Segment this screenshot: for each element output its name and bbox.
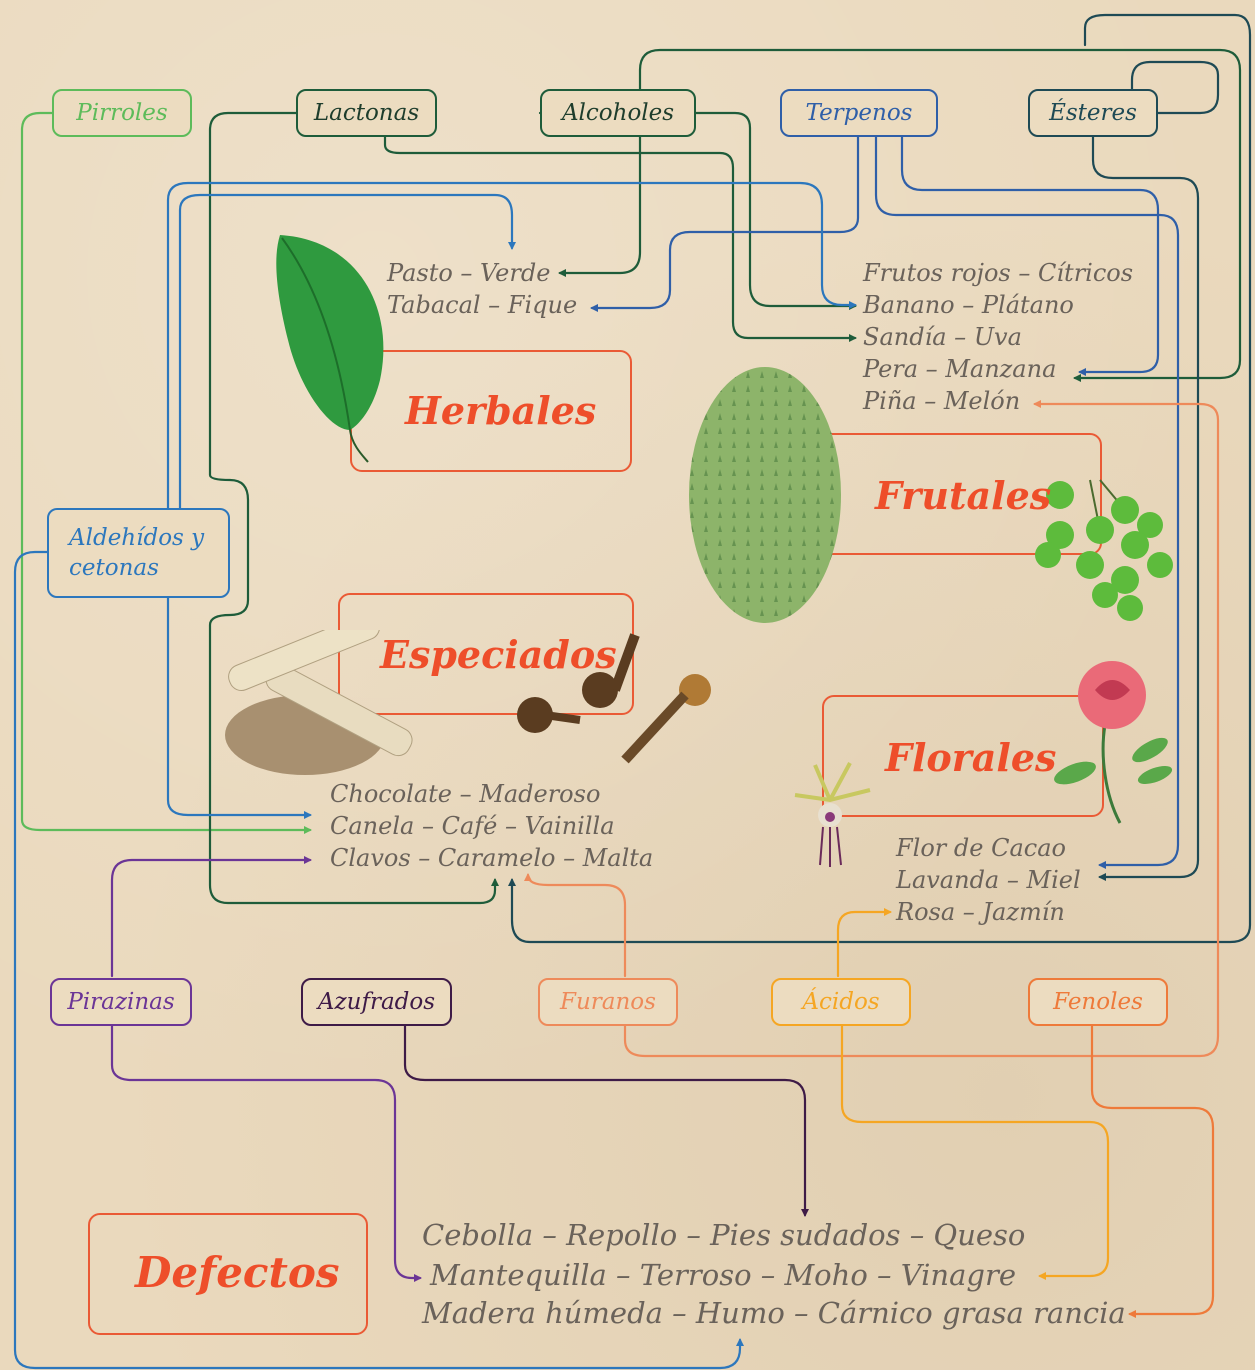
compound-furanos[interactable]: Furanos (538, 978, 678, 1026)
compound-pirroles[interactable]: Pirroles (52, 89, 192, 137)
category-florales-title: Florales (885, 735, 1056, 780)
compound-aldehidos-label-1: Aldehídos y (69, 523, 204, 553)
defectos-item-3: Madera húmeda – Humo – Cárnico grasa ran… (422, 1296, 1126, 1330)
especiados-item-2: Canela – Café – Vainilla (330, 812, 615, 840)
florales-item-2: Lavanda – Miel (896, 866, 1081, 894)
cacao-flower-illustration (785, 755, 880, 870)
compound-lactonas-label: Lactonas (314, 100, 419, 126)
compound-fenoles[interactable]: Fenoles (1028, 978, 1168, 1026)
compound-lactonas[interactable]: Lactonas (296, 89, 437, 137)
compound-fenoles-label: Fenoles (1053, 989, 1143, 1015)
compound-pirazinas-label: Pirazinas (67, 989, 174, 1015)
rose-illustration (1050, 655, 1175, 825)
category-frutales-title: Frutales (875, 473, 1051, 518)
compound-pirazinas[interactable]: Pirazinas (50, 978, 192, 1026)
category-especiados-title: Especiados (380, 632, 617, 677)
compound-esteres-label: Ésteres (1049, 100, 1137, 126)
category-herbales-title: Herbales (405, 388, 596, 433)
compound-alcoholes[interactable]: Alcoholes (540, 89, 696, 137)
herbales-item-2: Tabacal – Fique (387, 291, 577, 319)
compound-terpenos[interactable]: Terpenos (780, 89, 938, 137)
compound-aldehidos-cetonas[interactable]: Aldehídos y cetonas (47, 508, 230, 598)
especiados-item-1: Chocolate – Maderoso (330, 780, 600, 808)
compound-azufrados[interactable]: Azufrados (301, 978, 452, 1026)
compound-furanos-label: Furanos (560, 989, 656, 1015)
compound-esteres[interactable]: Ésteres (1028, 89, 1158, 137)
compound-aldehidos-label-2: cetonas (69, 553, 159, 583)
leaf-illustration (270, 230, 400, 465)
grapes-illustration (1030, 470, 1175, 625)
defectos-item-2: Mantequilla – Terroso – Moho – Vinagre (430, 1258, 1016, 1292)
compound-pirroles-label: Pirroles (76, 100, 167, 126)
soursop-illustration (685, 355, 845, 625)
compound-alcoholes-label: Alcoholes (562, 100, 674, 126)
defectos-item-1: Cebolla – Repollo – Pies sudados – Queso (422, 1218, 1025, 1252)
category-defectos-title: Defectos (135, 1248, 340, 1297)
florales-item-3: Rosa – Jazmín (896, 898, 1065, 926)
compound-acidos[interactable]: Ácidos (771, 978, 911, 1026)
herbales-item-1: Pasto – Verde (387, 259, 550, 287)
compound-terpenos-label: Terpenos (806, 100, 913, 126)
frutales-item-4: Pera – Manzana (863, 355, 1056, 383)
frutales-item-2: Banano – Plátano (863, 291, 1074, 319)
frutales-item-3: Sandía – Uva (863, 323, 1022, 351)
frutales-item-1: Frutos rojos – Cítricos (863, 259, 1133, 287)
especiados-item-3: Clavos – Caramelo – Malta (330, 844, 653, 872)
florales-item-1: Flor de Cacao (896, 834, 1066, 862)
frutales-item-5: Piña – Melón (863, 387, 1020, 415)
compound-acidos-label: Ácidos (802, 989, 879, 1015)
compound-azufrados-label: Azufrados (318, 989, 435, 1015)
